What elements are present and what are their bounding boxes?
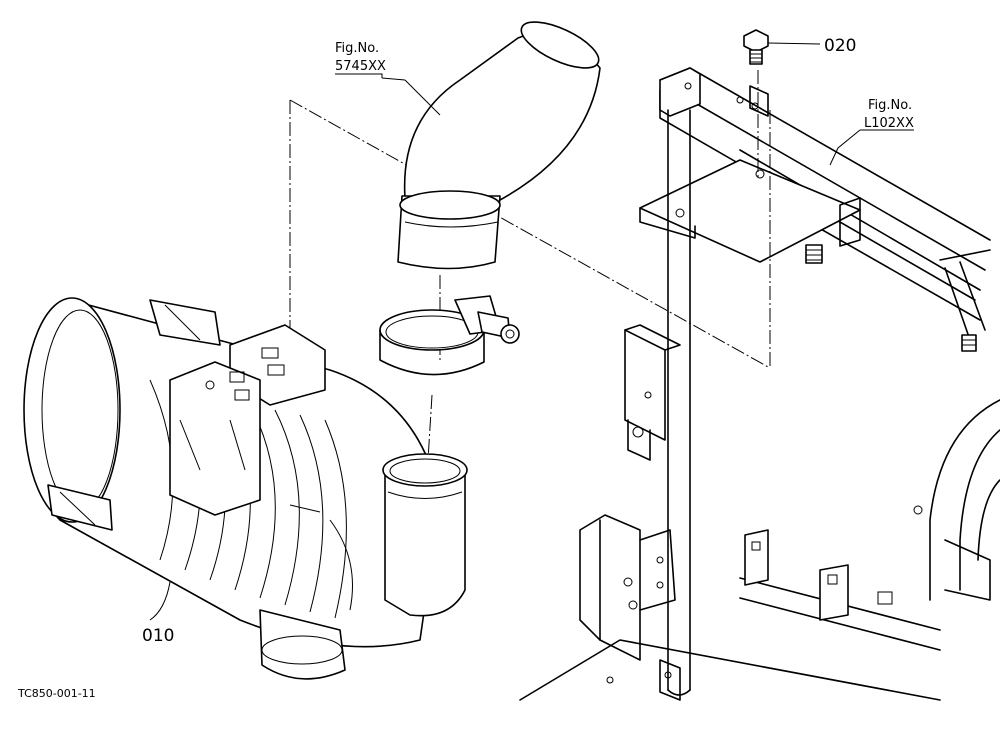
fig-ref-l102-line1: Fig.No.: [868, 98, 912, 113]
assembly-guide-lines: [289, 70, 771, 461]
air-cleaner: [23, 297, 468, 680]
bolt: [743, 29, 769, 65]
callout-020: 020: [824, 36, 856, 56]
fig-ref-l102-line2: L102XX: [864, 116, 914, 131]
fig-ref-5745-line1: Fig.No.: [335, 41, 379, 56]
callout-010: 010: [142, 626, 174, 646]
stud-upper: [805, 244, 823, 264]
fig-ref-5745-underline: [335, 73, 383, 78]
fig-ref-5745-line2: 5745XX: [335, 59, 386, 74]
drawing-code: TC850-001-11: [17, 687, 96, 700]
leader-lines: [149, 42, 914, 621]
intake-hose: [397, 21, 601, 270]
frame-structure: [519, 67, 1000, 701]
stud-right: [961, 334, 977, 352]
hose-clamp: [379, 295, 520, 376]
